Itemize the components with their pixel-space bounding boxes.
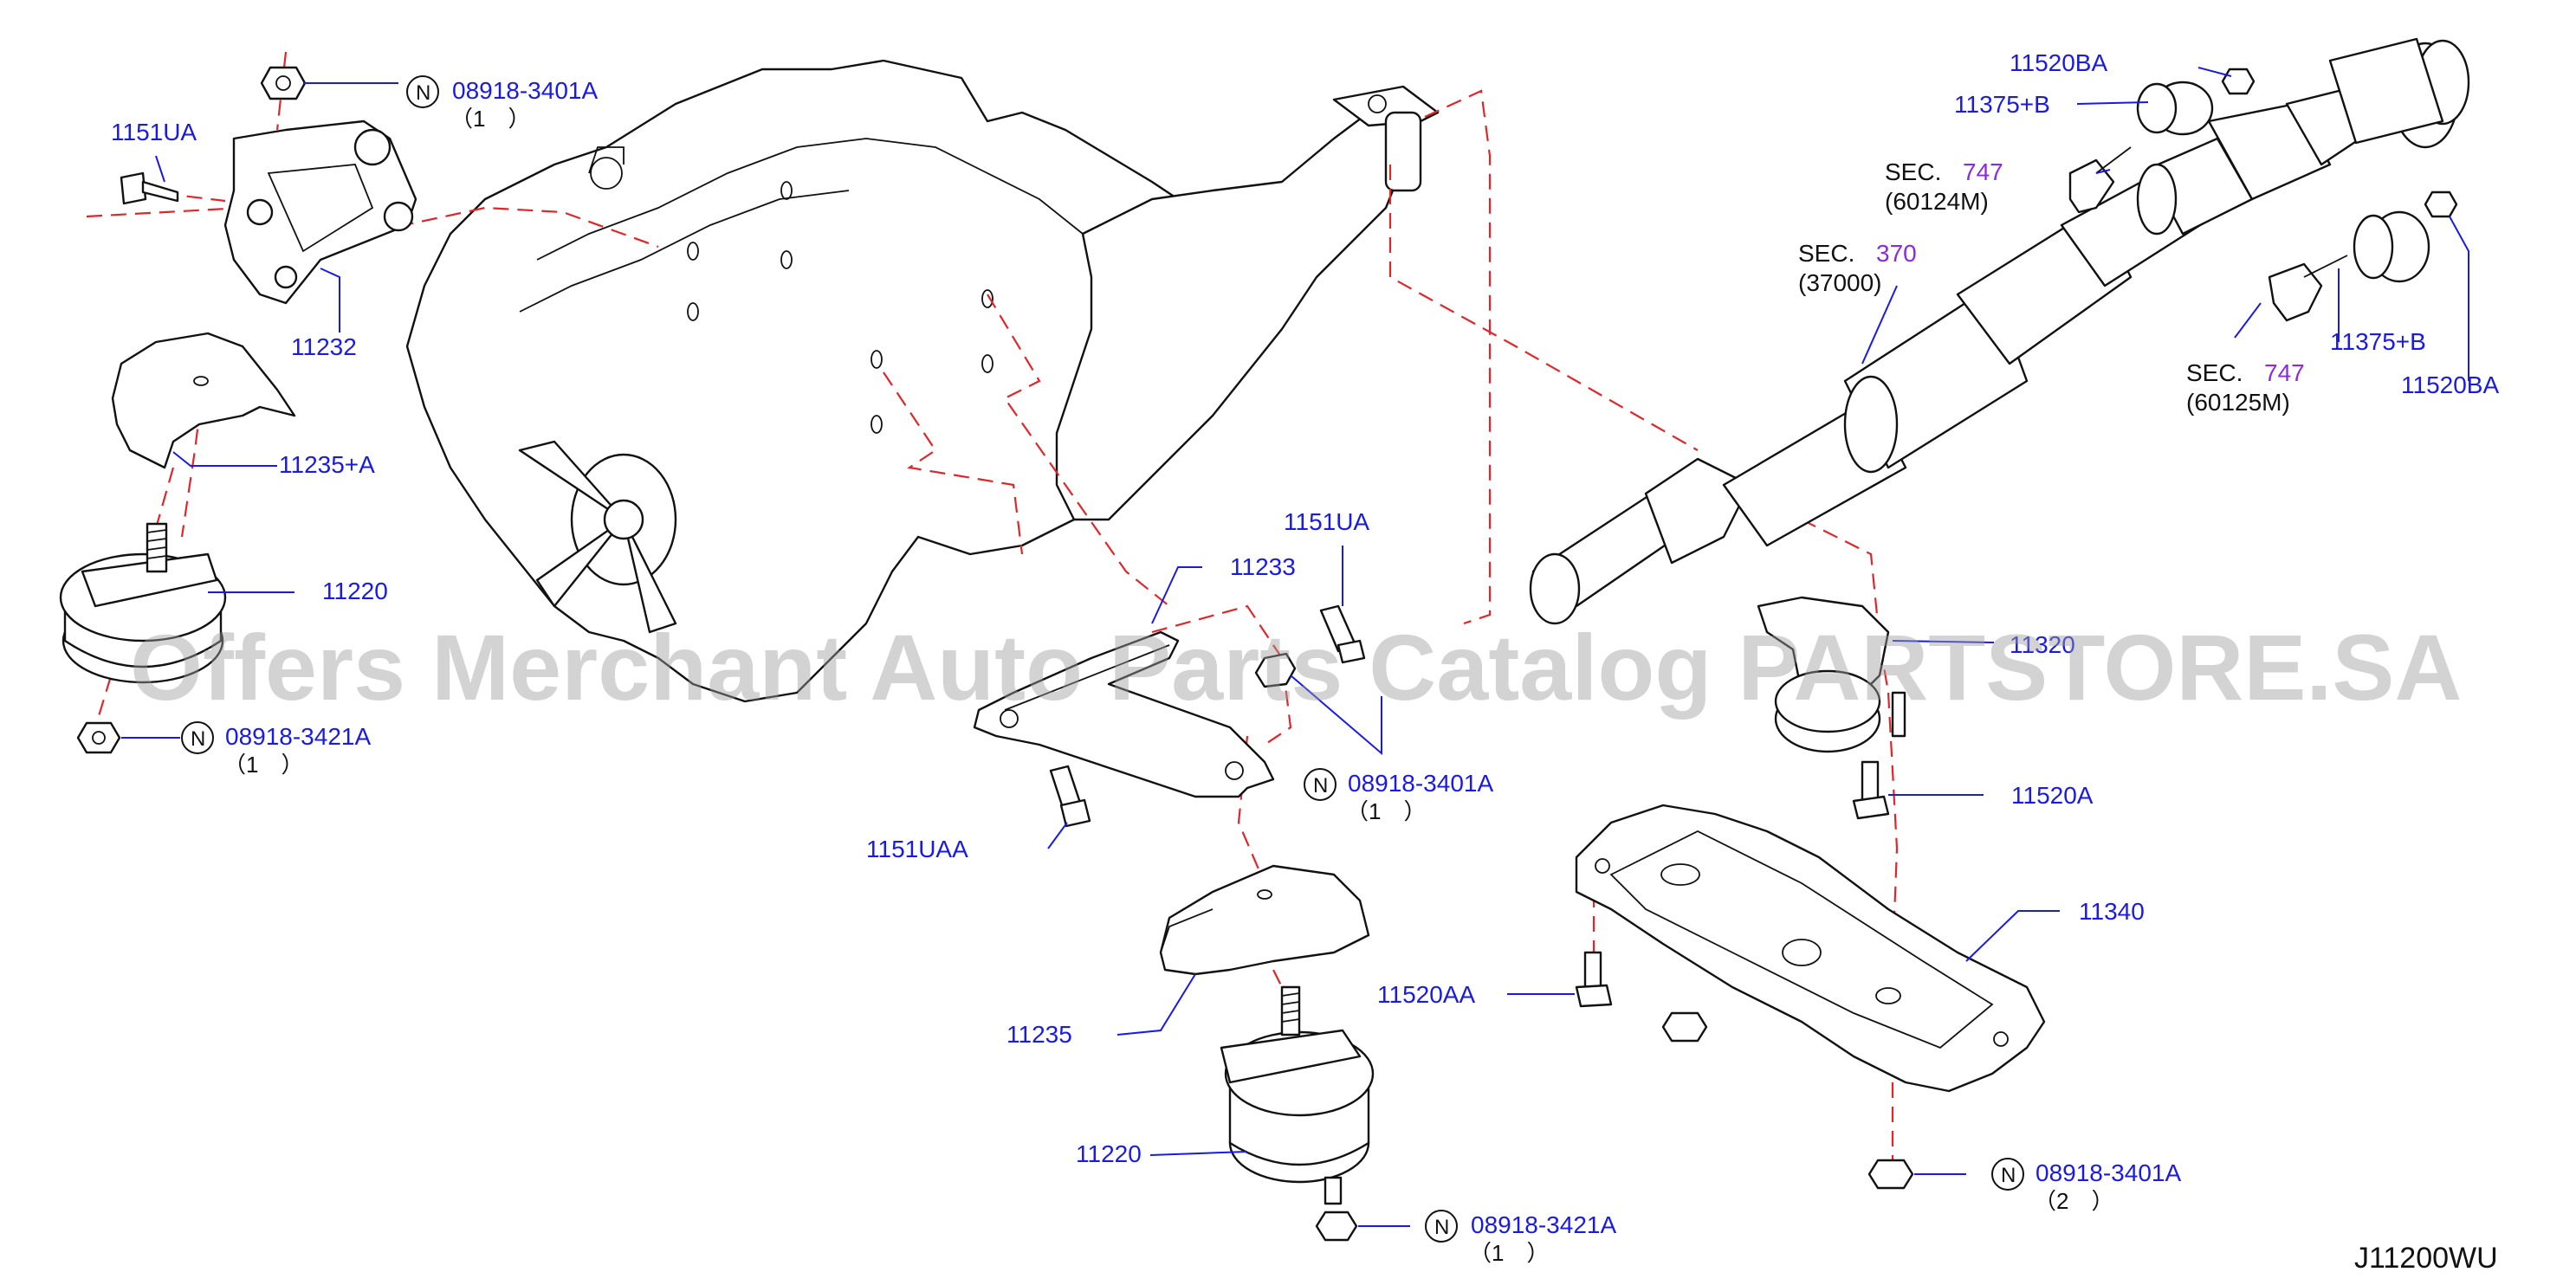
- diagram-code: J11200WU: [2354, 1242, 2498, 1275]
- notice-badge: N: [1425, 1210, 1458, 1243]
- callout-11235A[interactable]: 11235+A: [279, 451, 375, 478]
- bracket-11233-illustration: [973, 630, 1275, 798]
- sec-370-label: SEC.: [1798, 240, 1854, 267]
- sec-747-bottom-label: SEC.: [2186, 359, 2243, 386]
- notice-badge: N: [406, 75, 439, 108]
- fan-illustration: [518, 440, 677, 634]
- callout-08918-3401A-mid[interactable]: 08918-3401A: [1348, 770, 1493, 797]
- notice-badge: N: [1304, 768, 1337, 801]
- bracket-11232-illustration: [223, 119, 417, 305]
- qty-top: （1 ）: [450, 106, 530, 132]
- svg-text:N: N: [1313, 774, 1328, 797]
- bolt-1151UA-left-illustration: [120, 171, 179, 205]
- callout-11233[interactable]: 11233: [1230, 553, 1296, 580]
- callout-11320[interactable]: 11320: [2010, 631, 2075, 658]
- svg-text:N: N: [2001, 1164, 2016, 1187]
- crossmember-11340-illustration: [1575, 804, 2046, 1093]
- callout-11220-left[interactable]: 11220: [322, 578, 388, 604]
- callout-labels: 11520BA 11375+B SEC. 747 (60124M) SEC. 3…: [111, 49, 2499, 1275]
- engine-illustration: [405, 59, 1214, 703]
- nut-11520BA-bottom-illustration: [2424, 190, 2458, 218]
- watermark: Offers Merchant Auto Parts Catalog PARTS…: [130, 615, 2462, 720]
- bracket-60124M-illustration: [2068, 146, 2132, 214]
- callout-1151UA-mid[interactable]: 1151UA: [1284, 508, 1369, 535]
- propeller-shaft-illustration: [1529, 37, 2470, 625]
- callout-1151UAA[interactable]: 1151UAA: [866, 836, 968, 862]
- svg-text:N: N: [191, 727, 205, 751]
- bolt-1151UA-mid-illustration: [1319, 604, 1366, 664]
- svg-text:N: N: [1434, 1216, 1449, 1239]
- transmission-illustration: [1055, 85, 1440, 521]
- callout-11520A[interactable]: 11520A: [2011, 782, 2094, 809]
- sec-370-number[interactable]: 370: [1876, 240, 1917, 267]
- qty-left: （1 ）: [223, 752, 303, 778]
- sec-747-bottom-number[interactable]: 747: [2264, 359, 2305, 386]
- nut-bottom-08918-3421A-illustration: [1315, 1211, 1358, 1242]
- callout-11340[interactable]: 11340: [2079, 898, 2145, 925]
- bolt-11520AA-illustration: [1575, 951, 1613, 1008]
- svg-text:N: N: [416, 81, 430, 105]
- callout-08918-3421A-left[interactable]: 08918-3421A: [225, 723, 371, 750]
- nut-top-left-illustration: [260, 66, 307, 100]
- callout-11375B-bottom[interactable]: 11375+B: [2330, 328, 2426, 355]
- heat-shield-11235-illustration: [1159, 864, 1370, 976]
- qty-right: （2 ）: [2034, 1188, 2113, 1214]
- nut-left-08918-3421A-illustration: [76, 721, 121, 754]
- nut-right-08918-3401A-illustration: [1867, 1159, 1914, 1190]
- callout-11375B-top[interactable]: 11375+B: [1954, 91, 2050, 118]
- notice-badge: N: [1991, 1158, 2024, 1191]
- callout-11235[interactable]: 11235: [1006, 1021, 1072, 1048]
- callout-08918-3401A-top[interactable]: 08918-3401A: [452, 77, 598, 104]
- sec-747-top-label: SEC.: [1885, 158, 1941, 185]
- sec-370-sub: (37000): [1798, 269, 1882, 296]
- engine-mount-11220-bottom-illustration: [1220, 985, 1375, 1205]
- bolt-1151UAA-illustration: [1049, 765, 1091, 828]
- callout-11220-bottom[interactable]: 11220: [1076, 1140, 1142, 1167]
- engine-mount-11220-left-illustration: [59, 522, 227, 684]
- callout-1151UA-left[interactable]: 1151UA: [111, 119, 197, 145]
- callout-11232[interactable]: 11232: [291, 333, 357, 360]
- callout-11520BA-top[interactable]: 11520BA: [2010, 49, 2107, 76]
- mount-11320-illustration: [1757, 596, 1906, 753]
- callout-08918-3401A-right[interactable]: 08918-3401A: [2036, 1159, 2181, 1186]
- nut-mid-08918-3401A-illustration: [1254, 652, 1297, 688]
- callout-08918-3421A-bottom[interactable]: 08918-3421A: [1471, 1211, 1616, 1238]
- nut-11520BA-top-illustration: [2221, 68, 2256, 95]
- nut-loose-illustration: [1661, 1011, 1708, 1043]
- notice-badge: N: [181, 721, 214, 754]
- bolt-11520A-illustration: [1852, 760, 1890, 820]
- bearing-11375B-top-illustration: [2136, 81, 2214, 136]
- callout-11520AA[interactable]: 11520AA: [1377, 981, 1475, 1008]
- bearing-11375B-bottom-illustration: [2353, 210, 2430, 283]
- sec-747-top-number[interactable]: 747: [1963, 158, 2003, 185]
- qty-mid: （1 ）: [1346, 798, 1426, 824]
- heat-shield-11235A-illustration: [111, 332, 296, 469]
- sec-747-bottom-sub: (60125M): [2186, 389, 2290, 416]
- qty-bottom: （1 ）: [1469, 1240, 1549, 1266]
- leader-lines: [121, 67, 2469, 1227]
- sec-747-top-sub: (60124M): [1885, 188, 1989, 215]
- bracket-60125M-illustration: [2268, 255, 2348, 322]
- callout-11520BA-bottom[interactable]: 11520BA: [2401, 371, 2499, 398]
